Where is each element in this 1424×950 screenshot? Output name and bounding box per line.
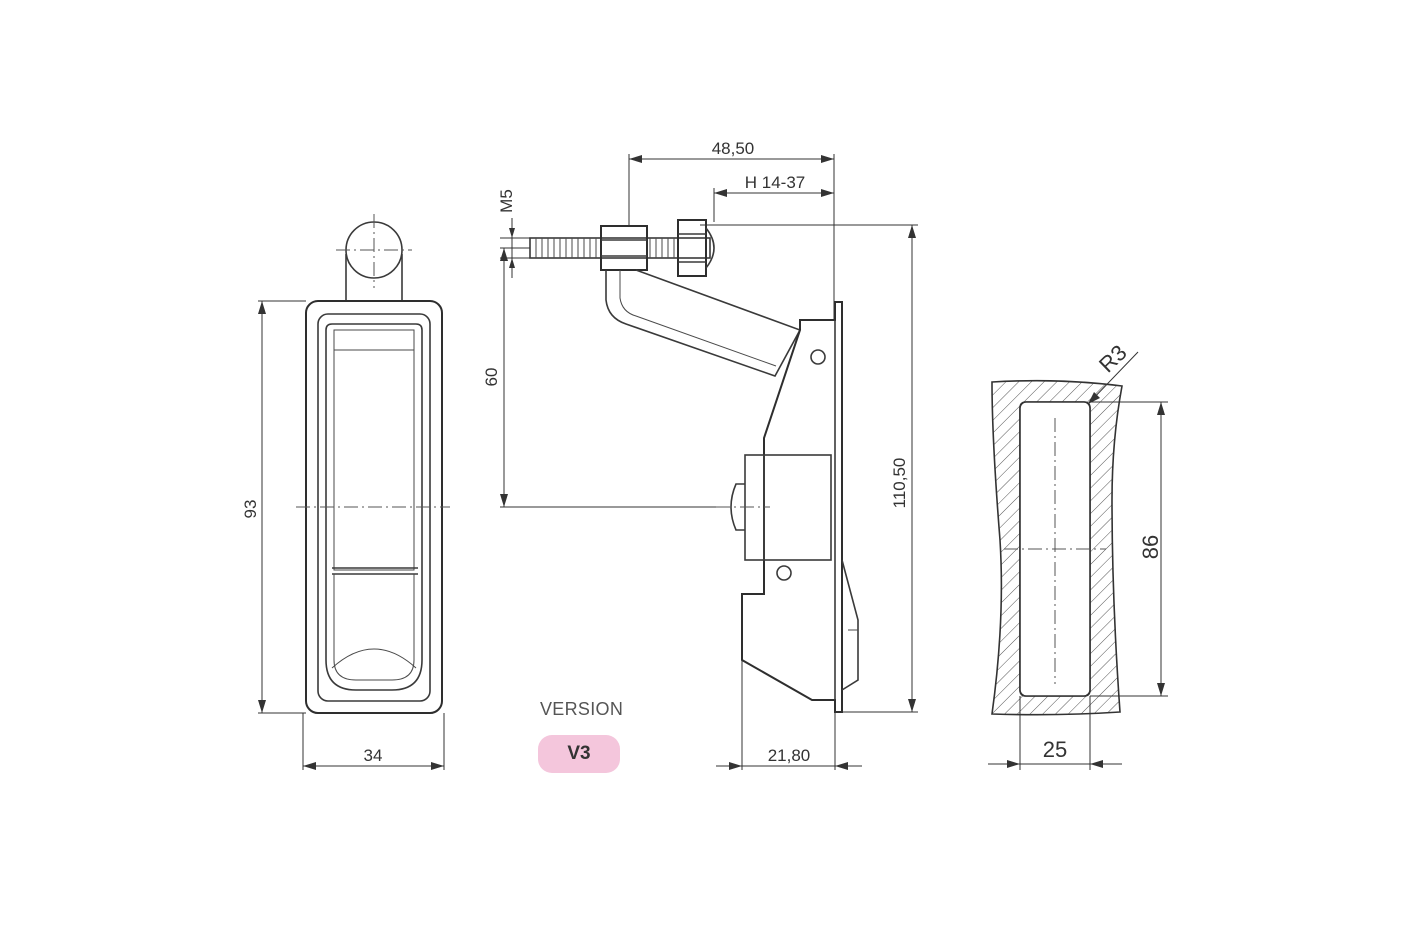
- lock-housing: [744, 454, 832, 561]
- knurled-wheel: [677, 219, 707, 277]
- side-view: M5 48,50 H 14-37 60 110,50 21,: [482, 139, 918, 770]
- thread-dim-m5: M5: [497, 189, 516, 213]
- version-label: VERSION: [540, 699, 624, 719]
- threaded-rod: [529, 237, 711, 259]
- center-dim-60: 60: [482, 368, 501, 387]
- length-dim-48-50: 48,50: [712, 139, 755, 158]
- cutout-width-dim-25: 25: [1043, 737, 1067, 762]
- side-body: [741, 301, 843, 713]
- version-badge: V3: [538, 735, 620, 773]
- front-view: 93 34: [241, 214, 450, 770]
- total-height-dim-110-50: 110,50: [890, 458, 909, 509]
- range-dim-h14-37: H 14-37: [745, 173, 805, 192]
- height-dim-93: 93: [241, 500, 260, 519]
- cutout-height-dim-86: 86: [1138, 535, 1163, 559]
- radius-dim-r3: R3: [1094, 340, 1132, 378]
- hex-nut: [600, 225, 648, 271]
- width-dim-34: 34: [364, 746, 383, 765]
- bracket-arm: [605, 269, 802, 377]
- depth-dim-21-80: 21,80: [768, 746, 811, 765]
- panel-cutout-view: R3 86 25: [988, 340, 1168, 770]
